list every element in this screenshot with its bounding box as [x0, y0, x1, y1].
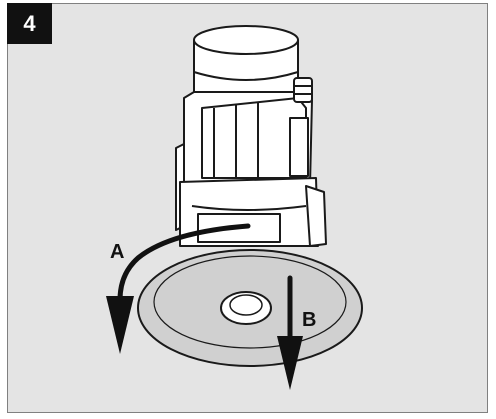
cap-band [193, 71, 299, 81]
right-spring-clip [305, 185, 327, 247]
top-screw [293, 77, 313, 103]
top-cylinder-rim [193, 25, 299, 55]
side-clip [289, 117, 309, 177]
rotation-arrow-a-path [117, 223, 251, 303]
arrow-b-label: B [302, 309, 316, 331]
step-number-badge: 4 [7, 3, 52, 44]
center-hole-inner [229, 294, 263, 316]
pull-arrow-b-head [277, 336, 303, 390]
arrow-a-label: A [110, 241, 124, 263]
lower-band [191, 205, 307, 211]
rotation-arrow-a-head [106, 296, 134, 354]
